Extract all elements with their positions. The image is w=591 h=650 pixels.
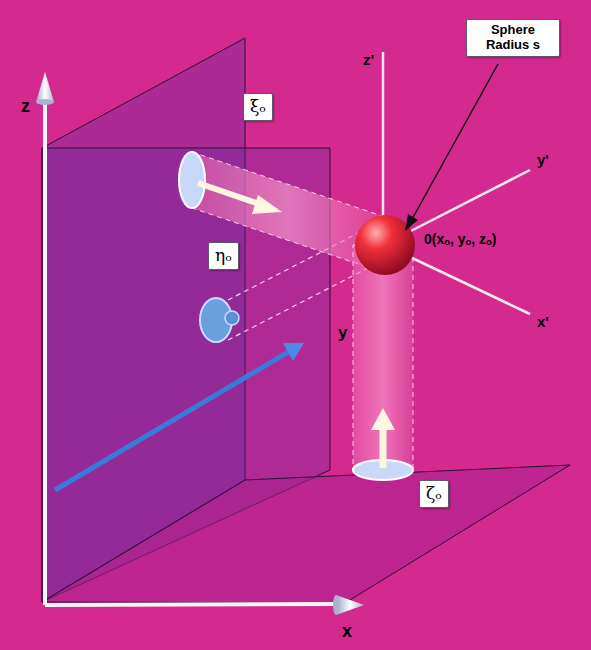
symbol-box: ηₒ bbox=[208, 242, 239, 270]
callout-box: Sphere Radius s bbox=[466, 19, 560, 57]
x-prime-axis bbox=[410, 257, 530, 314]
floor-plane bbox=[42, 465, 570, 603]
xi-source-disk bbox=[179, 152, 205, 208]
node-text: ξₒ bbox=[250, 97, 266, 117]
origin-label: 0(xₒ, yₒ, zₒ) bbox=[424, 232, 496, 247]
node-text: ηₒ bbox=[215, 246, 232, 266]
leader-line bbox=[411, 64, 498, 221]
leader-head bbox=[405, 214, 418, 231]
zeta-arrow bbox=[380, 428, 387, 468]
xi-arrow bbox=[198, 183, 262, 205]
eta-source-knob bbox=[225, 311, 239, 325]
xi-arrow-head bbox=[252, 195, 282, 214]
symbol-box: ξₒ bbox=[243, 93, 273, 121]
eta-beam-edge bbox=[228, 266, 372, 340]
axis-label: z' bbox=[363, 52, 374, 69]
sphere bbox=[355, 215, 415, 275]
z-prime-axis bbox=[382, 52, 385, 220]
axis-label: x bbox=[342, 622, 352, 642]
y-prime-axis bbox=[405, 170, 530, 234]
y-axis bbox=[55, 351, 290, 490]
x-axis-head bbox=[336, 595, 364, 615]
axis-label: z bbox=[21, 97, 30, 117]
axis-label: x' bbox=[537, 314, 549, 331]
axis-label: y' bbox=[537, 152, 549, 169]
z-axis-head bbox=[36, 72, 54, 102]
zeta-beam bbox=[353, 245, 413, 470]
symbol-box: ζₒ bbox=[419, 480, 449, 508]
x-axis-head-base bbox=[333, 595, 339, 615]
z-axis-head-base bbox=[36, 99, 54, 105]
node-text: Sphere Radius s bbox=[473, 23, 553, 53]
z-axis bbox=[43, 100, 47, 605]
x-axis bbox=[45, 604, 336, 605]
zeta-arrow-head bbox=[371, 408, 395, 430]
axis-label: y bbox=[338, 324, 347, 343]
node-text: ζₒ bbox=[426, 484, 442, 504]
y-axis-head bbox=[283, 343, 304, 361]
